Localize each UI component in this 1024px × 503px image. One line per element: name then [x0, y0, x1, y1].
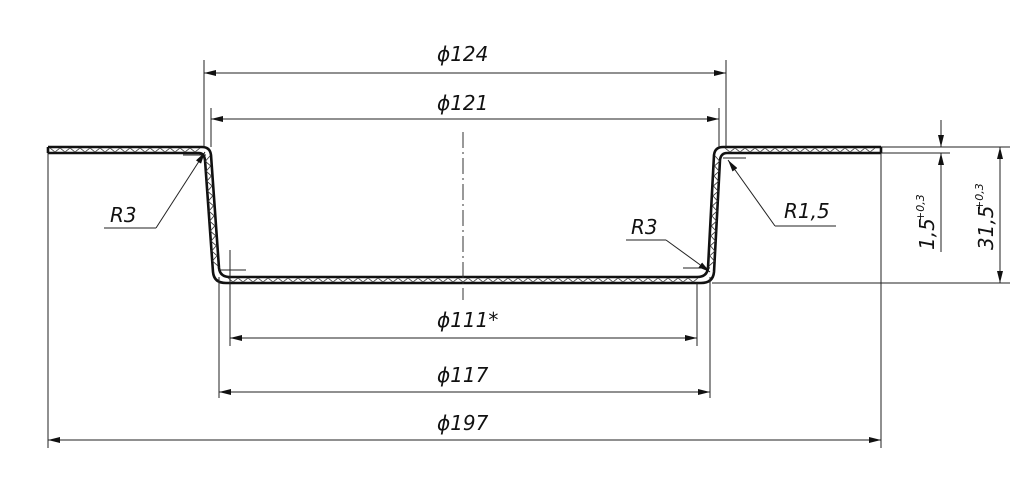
- diameter-197-label: ϕ197: [437, 411, 489, 435]
- diameter-111-label: ϕ111*: [437, 308, 498, 332]
- extension-lines: [47, 60, 1010, 448]
- diameter-124-label: ϕ124: [437, 42, 488, 66]
- total-height-label: 31,5 +0,3: [973, 183, 998, 250]
- svg-text:1,5: 1,5: [915, 218, 939, 250]
- part-outline: [46, 145, 883, 285]
- radius-right-top-label: R1,5: [784, 199, 830, 223]
- svg-text:31,5: 31,5: [974, 205, 998, 250]
- svg-text:+0,3: +0,3: [973, 183, 986, 210]
- radius-right-bottom-label: R3: [631, 215, 658, 239]
- flange-height-label: 1,5 +0,3: [914, 194, 939, 250]
- diameter-117-label: ϕ117: [437, 363, 489, 387]
- diameter-121-label: ϕ121: [437, 91, 488, 115]
- svg-text:+0,3: +0,3: [914, 194, 927, 221]
- dimension-labels: ϕ124 ϕ121 ϕ111* ϕ117 ϕ197 R3 R1,5 R3 1,5…: [110, 42, 998, 435]
- radius-left-top-label: R3: [110, 203, 137, 227]
- dimension-lines: [48, 70, 1003, 443]
- radius-leaders: [104, 151, 836, 273]
